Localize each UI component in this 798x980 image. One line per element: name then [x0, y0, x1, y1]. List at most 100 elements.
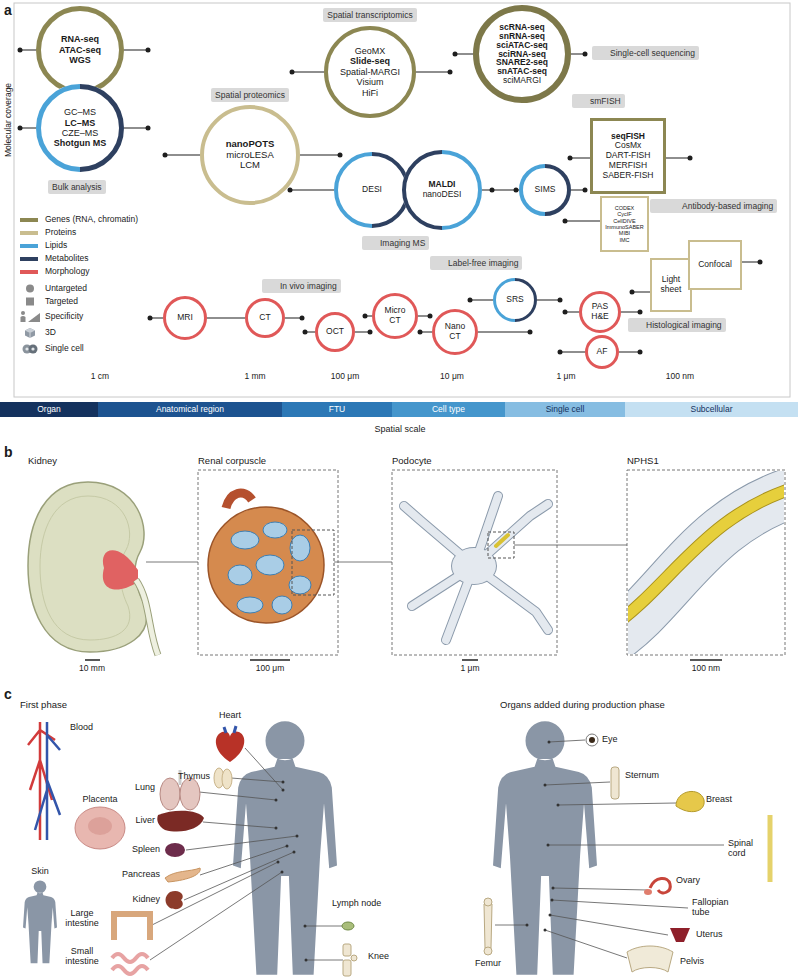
node-text: Histological imaging: [646, 319, 722, 331]
text-stack: Histological imaging: [646, 319, 722, 331]
node-text: ATAC-seq: [59, 45, 101, 55]
node-text: Subcellular: [625, 402, 798, 417]
label-text: 10 mm: [79, 664, 105, 674]
ring-stroke: [581, 293, 620, 332]
node-text: CZE–MS: [54, 128, 107, 138]
glomerulus-illustration: [228, 522, 311, 614]
human-silhouette: [23, 880, 57, 963]
leader-dot: [552, 887, 555, 890]
text-stack: OCT: [326, 327, 344, 337]
category-tag: Antibody-based imaging: [650, 199, 777, 213]
leader-dot: [548, 741, 551, 744]
label-text: 100 μm: [256, 664, 285, 674]
label-text: Kidney: [132, 894, 160, 904]
range-line: [568, 156, 573, 161]
organ-illustration: [611, 767, 619, 799]
method-box: Light sheet: [650, 258, 692, 312]
text-stack: In vivo imaging: [280, 280, 337, 292]
range-line: [300, 316, 305, 321]
label-text: Spatial scale: [374, 424, 425, 434]
text-stack: GeoMXSlide-seqSpatial-MARGIVisiumHiFi: [340, 46, 400, 98]
label-text: Pelvis: [680, 956, 704, 966]
label-text: Large intestine: [58, 908, 106, 929]
legend-text: Single cell: [45, 343, 84, 354]
organ-illustration: [180, 778, 200, 810]
legend-symbol: [26, 298, 34, 306]
label-text: Ovary: [676, 875, 700, 885]
text-stack: Cell type: [392, 402, 505, 417]
organ-illustration: [216, 731, 244, 762]
method-circle: GC–MSLC–MSCZE–MSShotgun MS: [36, 84, 124, 172]
organ-illustration: [165, 868, 200, 882]
legend-swatch: [20, 244, 38, 248]
nphs1-illustration: [628, 490, 784, 640]
label-text: 1 μm: [556, 372, 575, 382]
range-line: [18, 48, 23, 53]
leader-dot: [305, 959, 308, 962]
scale-band: FTU: [282, 402, 392, 417]
nphs1-illustration: [628, 486, 784, 628]
leader-dot: [275, 741, 560, 962]
kidney-illustration: [103, 550, 138, 589]
nphs1-illustration: [628, 490, 784, 640]
range-line: [303, 330, 308, 335]
node-text: Visium: [340, 77, 400, 87]
category-tag: smFISH: [572, 94, 625, 108]
node-text: CycIF: [605, 211, 644, 217]
label-text: Fallopian tube: [692, 897, 738, 918]
legend-text: Untargeted: [45, 283, 87, 294]
organ-illustration: [165, 843, 185, 857]
range-line: [514, 188, 519, 193]
panel-letter: c: [4, 686, 12, 702]
node-text: ImmunoSABER: [605, 224, 644, 230]
leader-dot: [549, 914, 552, 917]
range-line: [288, 188, 293, 193]
method-circle: SRS: [493, 278, 537, 322]
organ-illustration: [35, 722, 60, 840]
label-text: 1 cm: [91, 372, 109, 382]
node-text: snATAC-seq: [496, 67, 548, 76]
node-text: CosMx: [602, 141, 653, 151]
node-text: Light sheet: [655, 275, 687, 295]
node-text: snRNA-seq: [496, 32, 548, 41]
text-stack: smFISH: [590, 95, 621, 107]
node-text: SRS: [506, 295, 523, 305]
organ-leader: [150, 748, 343, 960]
scale-bar: [85, 659, 722, 661]
leader-dot: [557, 804, 560, 807]
label-text: Sternum: [625, 770, 659, 780]
text-stack: Antibody-based imaging: [682, 200, 773, 212]
method-circle: AF: [585, 335, 619, 369]
node-text: sciATAC-seq: [496, 41, 548, 50]
text-stack: RNA-seqATAC-seqWGS: [59, 34, 101, 65]
legend-text: Specificity: [45, 311, 83, 322]
text-stack: SRS: [506, 295, 523, 305]
glomerulus-illustration: [272, 596, 292, 614]
node-text: MALDI: [423, 180, 462, 190]
text-stack: CT: [259, 313, 270, 323]
glomerulus-illustration: [226, 493, 252, 508]
node-text: Antibody-based imaging: [682, 200, 773, 212]
organ-illustration: [222, 769, 232, 789]
method-circle: MALDInanoDESI: [402, 150, 482, 230]
node-text: nanoDESI: [423, 190, 462, 200]
zoom-box: [392, 470, 557, 655]
range-line: [583, 188, 588, 193]
glomerulus-illustration: [237, 597, 263, 613]
label-text: Femur: [475, 958, 501, 968]
legend-symbol: [21, 316, 26, 322]
organ-illustration: [650, 878, 670, 892]
ring-stroke: [374, 295, 417, 338]
range-line: [290, 70, 295, 75]
range-line: [163, 153, 168, 158]
organ-illustration: [28, 722, 770, 976]
label-text: 10 μm: [440, 372, 464, 382]
text-stack: AF: [597, 347, 608, 357]
ring-stroke: [587, 337, 618, 368]
nphs1-illustration: [628, 486, 784, 628]
range-line: [453, 52, 458, 57]
node-text: seqFISH: [602, 132, 653, 142]
organ-illustration: [114, 914, 150, 940]
legend-symbol: [28, 313, 40, 322]
legend-symbol: [21, 311, 25, 315]
